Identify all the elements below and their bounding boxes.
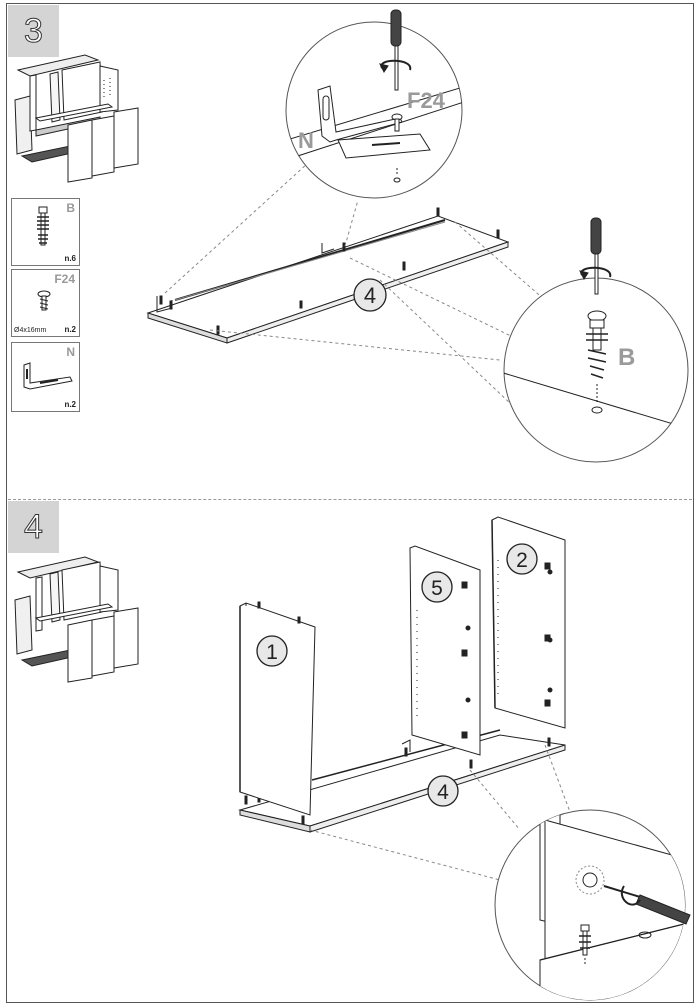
- svg-text:N: N: [298, 128, 314, 153]
- part-code: B: [66, 201, 75, 215]
- side-panel-2: [491, 516, 566, 729]
- part-code: F24: [54, 272, 75, 286]
- panel-4-label-step4: 4: [427, 775, 459, 807]
- svg-text:5: 5: [431, 577, 443, 600]
- part-qty: n.6: [64, 254, 76, 263]
- zoom-circle-bracket: N F24: [285, 9, 463, 199]
- svg-text:4: 4: [437, 781, 449, 804]
- svg-text:B: B: [618, 344, 635, 371]
- step-4-badge: 4: [8, 501, 59, 553]
- page-frame: [6, 3, 694, 1003]
- side-panel-1: [239, 601, 316, 816]
- part-code: N: [66, 345, 75, 359]
- step3-leader-lines: [164, 162, 546, 406]
- zoom-circle-assembly: [494, 809, 691, 1001]
- step-3-badge: 3: [8, 5, 59, 57]
- screw-f24-icon: [391, 113, 403, 132]
- part-qty: n.2: [64, 400, 76, 409]
- part-size: Ø4x16mm: [14, 327, 47, 334]
- screwdriver-icon: [379, 9, 412, 91]
- screwdriver-icon: [579, 217, 612, 295]
- step4-leader-lines: [309, 744, 571, 881]
- screw-icon: [37, 290, 51, 311]
- cam-dowel-icon: [37, 206, 49, 246]
- panel-1-label: 1: [256, 635, 288, 667]
- panel-4-label-step3: 4: [353, 278, 387, 312]
- svg-text:F24: F24: [407, 88, 446, 113]
- part-box-n: N n.2: [11, 342, 80, 412]
- step3-bottom-panel: [146, 207, 510, 344]
- part-box-f24: F24 Ø4x16mm n.2: [11, 269, 80, 337]
- part-qty: n.2: [64, 325, 76, 334]
- svg-text:1: 1: [266, 641, 278, 664]
- part-box-b: B n.6: [11, 198, 80, 266]
- bracket-icon: [23, 362, 73, 390]
- svg-text:2: 2: [516, 549, 528, 572]
- step3-thumbnail: [14, 54, 139, 183]
- cam-dowel-icon: [579, 924, 591, 956]
- svg-text:4: 4: [364, 283, 376, 308]
- zoom-circle-dowel: B: [503, 217, 689, 463]
- step4-thumbnail: [14, 556, 139, 683]
- panel-2-label: 2: [506, 543, 538, 575]
- cam-dowel-icon: [586, 310, 608, 379]
- screwdriver-icon: [603, 885, 691, 925]
- panel-5-label: 5: [421, 571, 453, 603]
- step-divider: [8, 499, 692, 500]
